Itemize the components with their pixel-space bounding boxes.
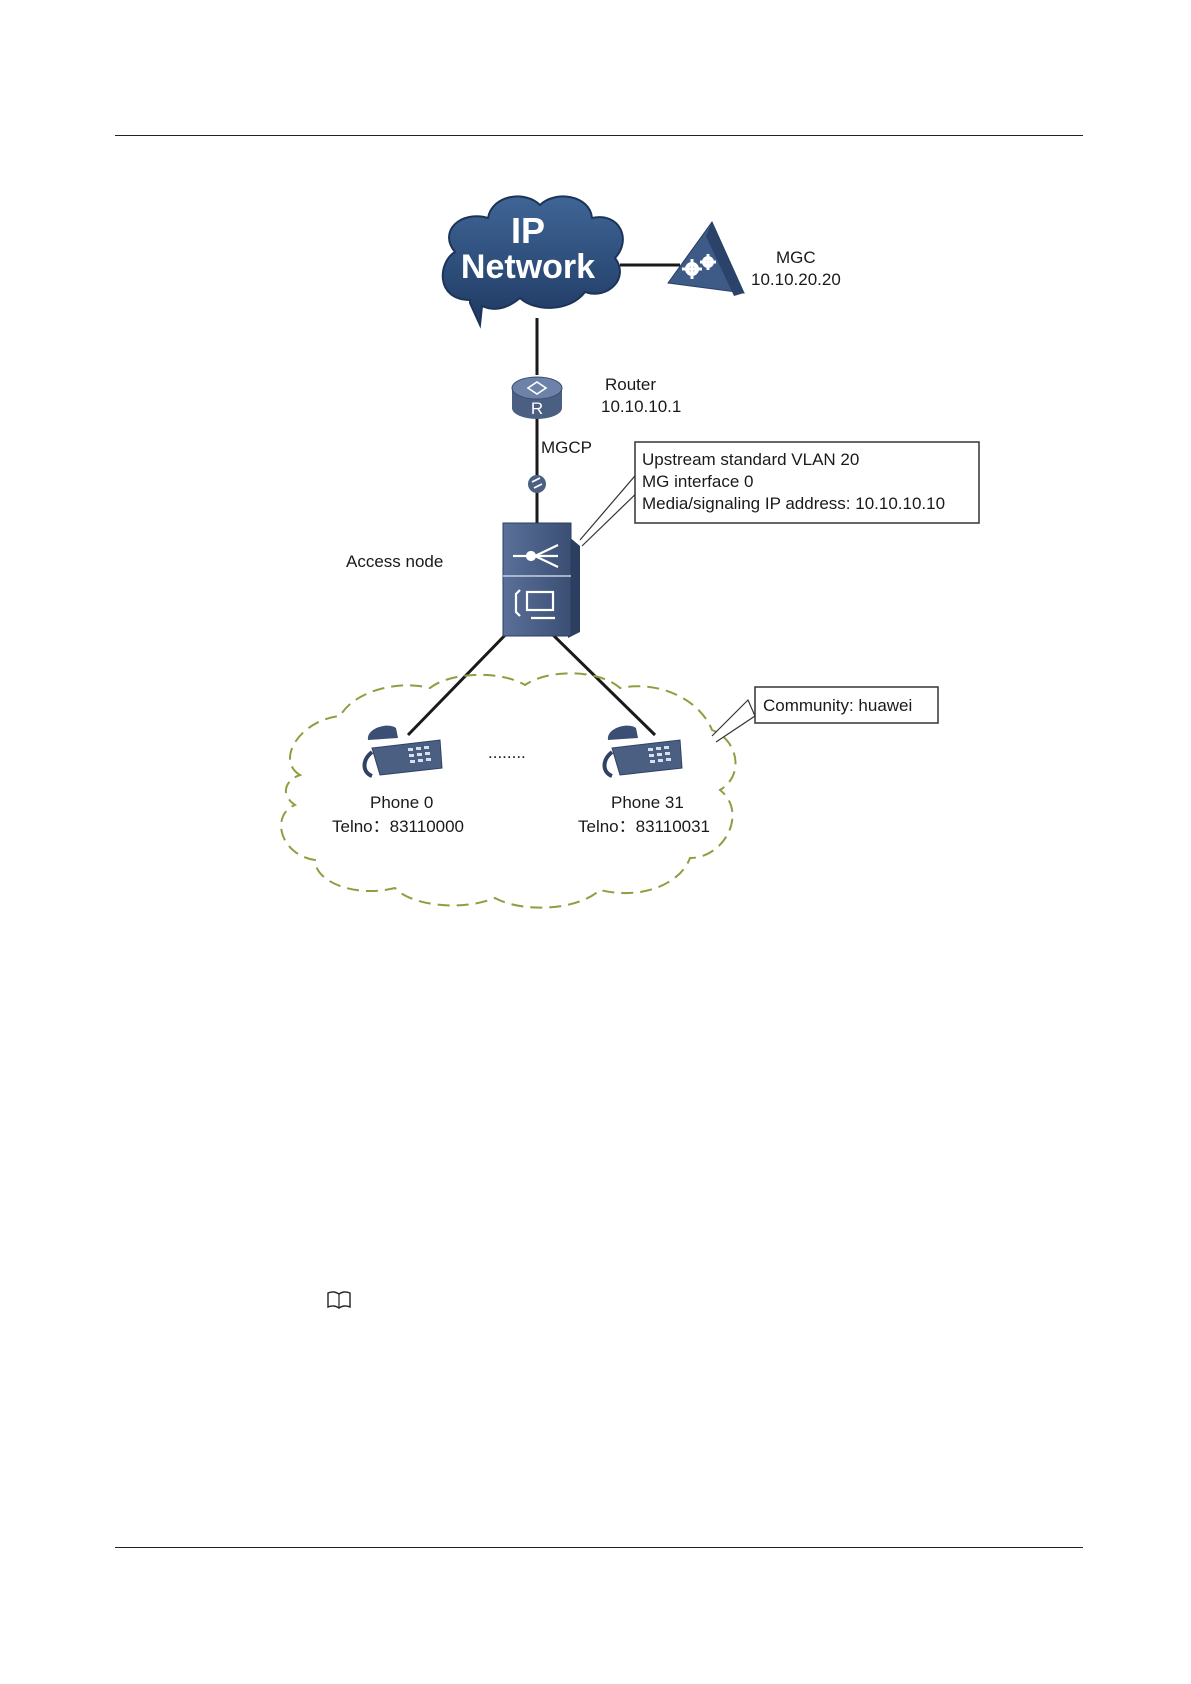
link-interface-icon	[528, 475, 546, 493]
mgc-device-icon	[668, 222, 744, 296]
access-node-icon	[503, 523, 580, 638]
callout-line1: Upstream standard VLAN 20	[642, 450, 859, 469]
router-letter: R	[531, 399, 543, 418]
mgc-name: MGC	[776, 248, 816, 267]
ip-network-cloud: IP Network	[443, 196, 623, 325]
callout-line3: Media/signaling IP address: 10.10.10.10	[642, 494, 945, 513]
community-label: Community: huawei	[763, 696, 912, 715]
access-node-label: Access node	[346, 552, 443, 571]
accessnode-phone0-link	[408, 628, 512, 735]
cloud-title-line1: IP	[511, 210, 545, 251]
router-ip: 10.10.10.1	[601, 397, 681, 416]
phone-0-icon	[365, 726, 443, 776]
cloud-title-line2: Network	[461, 248, 595, 286]
mgc-ip: 10.10.20.20	[751, 270, 841, 289]
phone-31-icon	[605, 726, 683, 776]
phone-0-telno: Telno：83110000	[332, 817, 464, 836]
community-callout: Community: huawei	[712, 687, 938, 742]
phones-ellipsis: ........	[488, 743, 526, 762]
config-callout: Upstream standard VLAN 20 MG interface 0…	[580, 442, 979, 546]
phone-31-telno: Telno：83110031	[578, 817, 710, 836]
phone-31-name: Phone 31	[611, 793, 684, 812]
accessnode-phone31-link	[550, 632, 655, 735]
callout-line2: MG interface 0	[642, 472, 754, 491]
router-name: Router	[605, 375, 656, 394]
phone-0-name: Phone 0	[370, 793, 433, 812]
book-note-icon	[326, 1290, 352, 1310]
community-cloud	[281, 673, 735, 907]
router-icon: R	[512, 377, 562, 419]
mgcp-link-label: MGCP	[541, 438, 592, 457]
